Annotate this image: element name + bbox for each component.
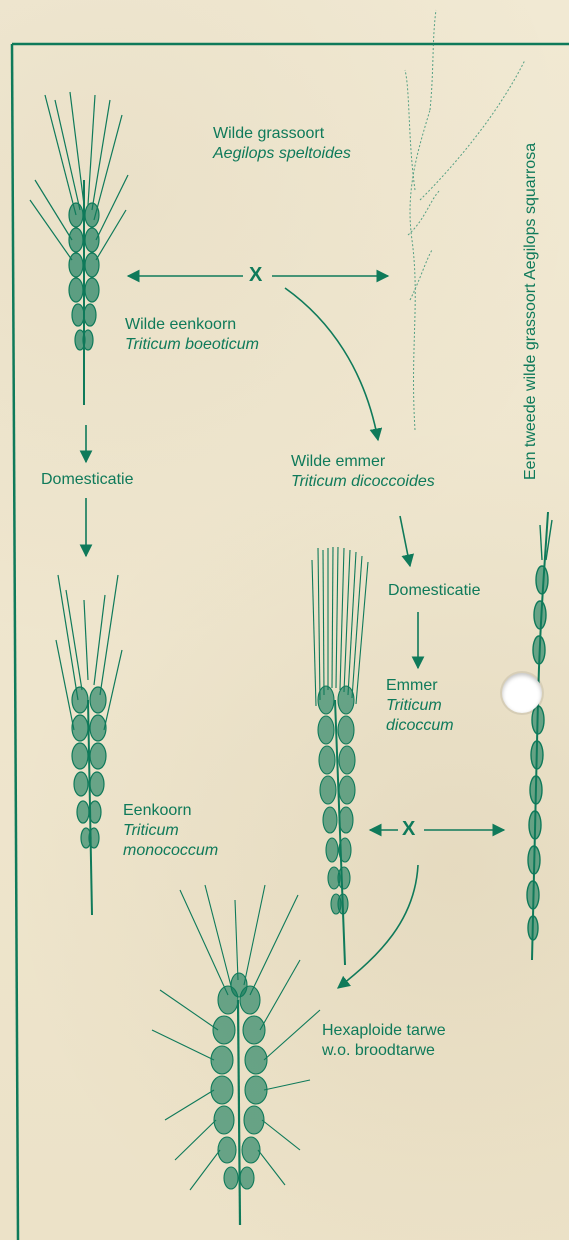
wild-grass-common: Wilde grassoort (213, 124, 351, 144)
wild-emmer-label: Wilde emmer Triticum dicoccoides (291, 452, 435, 492)
wild-einkorn-label: Wilde eenkoorn Triticum boeoticum (125, 315, 259, 355)
second-wild-grass-latin: Aegilops squarrosa (522, 143, 539, 280)
cross-symbol-bottom: X (402, 818, 415, 841)
einkorn-latin-line1: Triticum (123, 821, 218, 841)
einkorn-latin-line2: monococcum (123, 841, 218, 861)
wheat-ear-hexaploid-icon (152, 885, 320, 1225)
cross-arrows-bottom (338, 830, 504, 988)
cross-arrows-top (128, 276, 388, 440)
aegilops-squarrosa-icon (527, 512, 552, 960)
emmer-latin-line2: dicoccum (386, 716, 454, 736)
wheat-ear-emmer-icon (312, 547, 368, 965)
emmer-label: Emmer Triticum dicoccum (386, 676, 454, 736)
wild-einkorn-common: Wilde eenkoorn (125, 315, 259, 335)
wheat-ear-einkorn-icon (56, 575, 122, 915)
punch-hole (502, 673, 542, 713)
emmer-latin-line1: Triticum (386, 696, 454, 716)
wheat-ear-wild-einkorn-icon (30, 92, 128, 405)
wild-grass-latin: Aegilops speltoides (213, 144, 351, 164)
hexaploid-line1: Hexaploide tarwe (322, 1021, 446, 1041)
wild-grass-speltoides-icon (405, 10, 525, 430)
domestication-left-label: Domesticatie (41, 470, 133, 490)
wild-emmer-latin: Triticum dicoccoides (291, 472, 435, 492)
domestication-right-label: Domesticatie (388, 581, 480, 601)
second-wild-grass-common: Een tweede wilde grassoort (522, 283, 539, 480)
emmer-common: Emmer (386, 676, 454, 696)
einkorn-label: Eenkoorn Triticum monococcum (123, 801, 218, 861)
wild-emmer-common: Wilde emmer (291, 452, 435, 472)
wild-einkorn-latin: Triticum boeoticum (125, 335, 259, 355)
hexaploid-wheat-label: Hexaploide tarwe w.o. broodtarwe (322, 1021, 446, 1061)
einkorn-common: Eenkoorn (123, 801, 218, 821)
wild-grass-label: Wilde grassoort Aegilops speltoides (213, 124, 351, 164)
hexaploid-line2: w.o. broodtarwe (322, 1041, 446, 1061)
cross-symbol-top: X (249, 264, 262, 287)
